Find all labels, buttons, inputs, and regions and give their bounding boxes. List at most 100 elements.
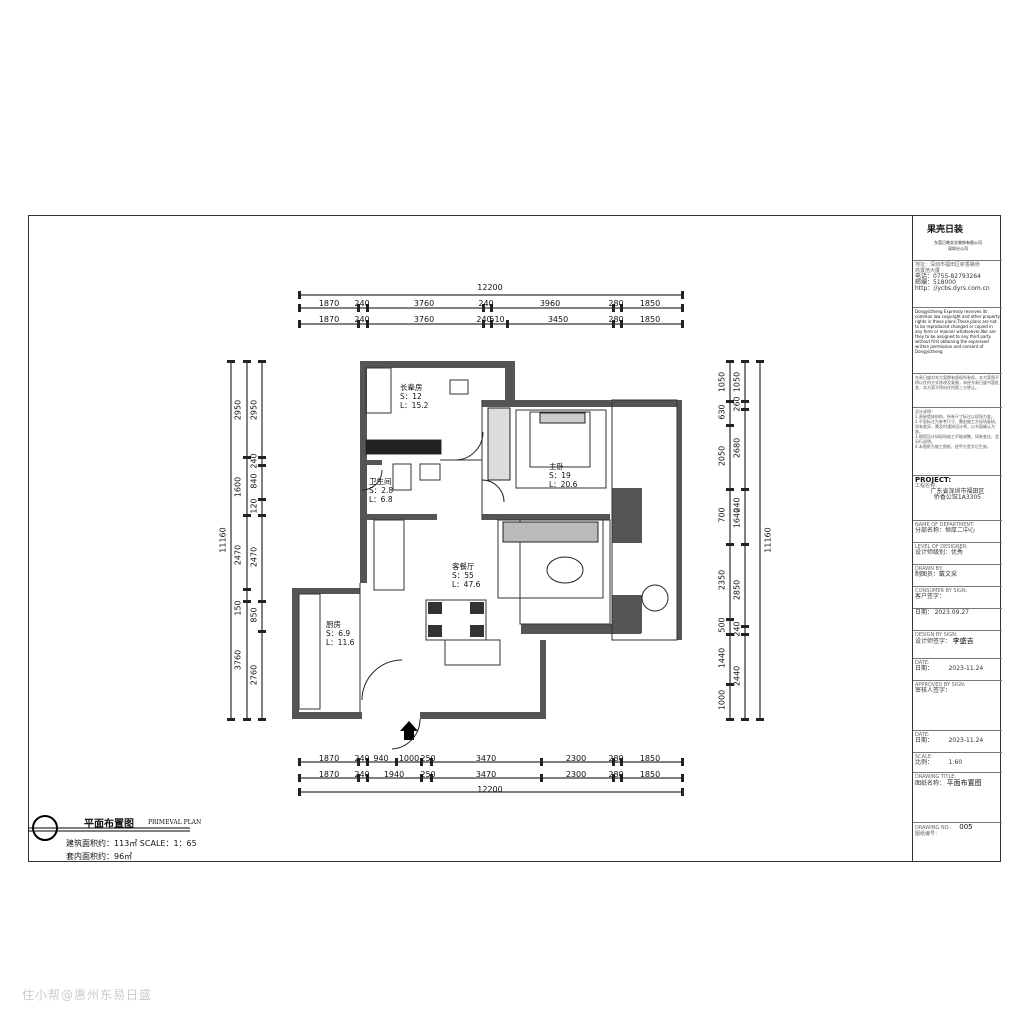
dim-left1: 3760 xyxy=(233,649,243,671)
dim-left2: 120 xyxy=(249,498,259,514)
dim-top1: 240 xyxy=(478,299,494,308)
legend-title-en: PRIMEVAL PLAN xyxy=(148,819,202,826)
dim-top2: 3450 xyxy=(547,315,569,324)
wall-kitchen-top xyxy=(292,588,360,594)
department: 分部名称：恒厚二中心 xyxy=(915,527,976,534)
dim-top1: 3960 xyxy=(539,299,561,308)
dim-top2: 240 xyxy=(476,315,492,324)
dim-top2: 280 xyxy=(608,315,624,324)
dim-right1: 1440 xyxy=(717,647,727,669)
dim-bottom1: 250 xyxy=(420,754,436,763)
wall-right-edge xyxy=(677,400,682,640)
scale-value: 1:60 xyxy=(948,759,963,766)
dim-right2: 2440 xyxy=(732,665,742,687)
dim-right1: 700 xyxy=(717,507,727,523)
room-label-bath: 卫生间 S：2.8 L：6.8 xyxy=(369,477,394,504)
dim-bottom1: 3470 xyxy=(475,754,497,763)
watermark: 住小帮@惠州东易日盛 xyxy=(22,988,153,1002)
dim-bottom1: 940 xyxy=(373,754,389,763)
dim-right2: 260 xyxy=(732,396,742,412)
coffee-table xyxy=(546,556,584,584)
wall-right-column-1 xyxy=(612,488,642,543)
wall-top-left xyxy=(360,361,515,368)
dimension-lines xyxy=(230,294,761,793)
room-label-living: 客餐厅 S：55 L：47.6 xyxy=(452,562,481,589)
dim-top2: 510 xyxy=(489,315,505,324)
legend-title: 平面布置图 xyxy=(84,819,134,830)
dim-bottom2: 1940 xyxy=(383,770,405,779)
dim-right1: 1000 xyxy=(717,689,727,711)
dim-left2: 2470 xyxy=(249,546,259,568)
project-name: 广东省深圳市福田区 侨香公馆1A3305 xyxy=(930,488,985,501)
contact-block: 地址：深圳市福田区新香路侨 商置地大厦 电话：0755-82793264 邮编：… xyxy=(913,260,1002,313)
dim-bottom2: 2300 xyxy=(565,770,587,779)
dining-chair xyxy=(470,625,484,637)
dimension-ticks xyxy=(227,291,764,796)
dim-bottom1: 1870 xyxy=(318,754,340,763)
dim-left-total: 11160 xyxy=(218,527,228,553)
wardrobe xyxy=(366,440,441,454)
copyright-cn: 东易日盛对本方案拥有版权所有权。本方案图不得以任何方式修改及复制，未经东易日盛书… xyxy=(913,373,1002,407)
dim-bottom1: 240 xyxy=(354,754,370,763)
phone: 电话：0755-82793264 xyxy=(915,273,981,280)
dining-chair xyxy=(428,625,442,637)
dim-left2: 2760 xyxy=(249,664,259,686)
dim-bottom2: 250 xyxy=(420,770,436,779)
dim-top1: 240 xyxy=(354,299,370,308)
wall-kitchen-left xyxy=(292,590,299,718)
furniture-fills xyxy=(366,407,669,740)
dim-left1: 2950 xyxy=(233,399,243,421)
consumer-sign: 客户签字： xyxy=(915,593,946,600)
date-consumer: 2023.09.27 xyxy=(934,609,969,616)
dim-top1: 1850 xyxy=(639,299,661,308)
date-approved: 2023-11.24 xyxy=(948,737,984,744)
dim-right1: 2350 xyxy=(717,569,727,591)
dim-left2: 850 xyxy=(249,607,259,623)
drawing-title: 平面布置图 xyxy=(946,779,982,787)
dim-bottom2: 1870 xyxy=(318,770,340,779)
approved-sign: 审核人签字： xyxy=(915,687,952,694)
dim-right2: 2850 xyxy=(732,579,742,601)
postcode: 邮编：518000 xyxy=(915,279,956,286)
copyright-en: Dongyi/zheng Expressly reserves its comm… xyxy=(913,307,1002,373)
dim-top2: 3760 xyxy=(413,315,435,324)
dim-right2: 240 xyxy=(732,621,742,637)
dim-right1: 1050 xyxy=(717,371,727,393)
legend-area-build: 建筑面积约：113㎡ SCALE：1：65 xyxy=(66,839,197,848)
dim-right2: 2680 xyxy=(732,437,742,459)
dim-bottom2: 240 xyxy=(354,770,370,779)
dining-chair xyxy=(428,602,442,614)
project-block: PROJECT: 工程名称: 广东省深圳市福田区 侨香公馆1A3305 xyxy=(913,475,1002,519)
dim-top1: 280 xyxy=(608,299,624,308)
dim-top1: 1870 xyxy=(318,299,340,308)
dim-left2: 2950 xyxy=(249,399,259,421)
dim-right1: 500 xyxy=(717,617,727,633)
dim-left1: 2470 xyxy=(233,544,243,566)
door-arrow xyxy=(404,726,414,740)
dim-bottom2: 3470 xyxy=(475,770,497,779)
date-designer: 2023-11.24 xyxy=(948,665,984,672)
dim-bottom1: 1000 xyxy=(398,754,420,763)
master-closet xyxy=(487,407,511,481)
wall-left-upper xyxy=(360,361,367,583)
dim-top-total: 12200 xyxy=(477,283,503,292)
designer-level: 设计师级别：优秀 xyxy=(915,549,964,556)
sofa xyxy=(502,521,599,543)
design-notes: 设计说明： 1.原始墙体结构，所有尺寸标注以现场为准。 2.平面标注为参考尺寸，… xyxy=(913,407,1002,471)
wall-bottom-right-vert xyxy=(540,640,546,719)
dim-bottom1: 2300 xyxy=(565,754,587,763)
dim-right-total: 11160 xyxy=(763,527,773,553)
address: 地址：深圳市福田区新香路侨 商置地大厦 xyxy=(915,262,981,274)
dim-right1: 630 xyxy=(717,404,727,420)
dim-right2: 1640 xyxy=(732,507,742,529)
wall-bottom-right xyxy=(420,712,546,719)
company-logo: 果壳日装 xyxy=(927,225,964,235)
dim-left1: 1600 xyxy=(233,476,243,498)
room-label-kitchen: 厨房 S：6.9 L：11.6 xyxy=(326,620,355,647)
wall-stair-top xyxy=(367,514,437,520)
wall-bath-top xyxy=(367,460,382,465)
dim-bottom2: 1850 xyxy=(639,770,661,779)
structural-walls xyxy=(292,361,682,719)
dim-left2: 840 xyxy=(249,473,259,489)
